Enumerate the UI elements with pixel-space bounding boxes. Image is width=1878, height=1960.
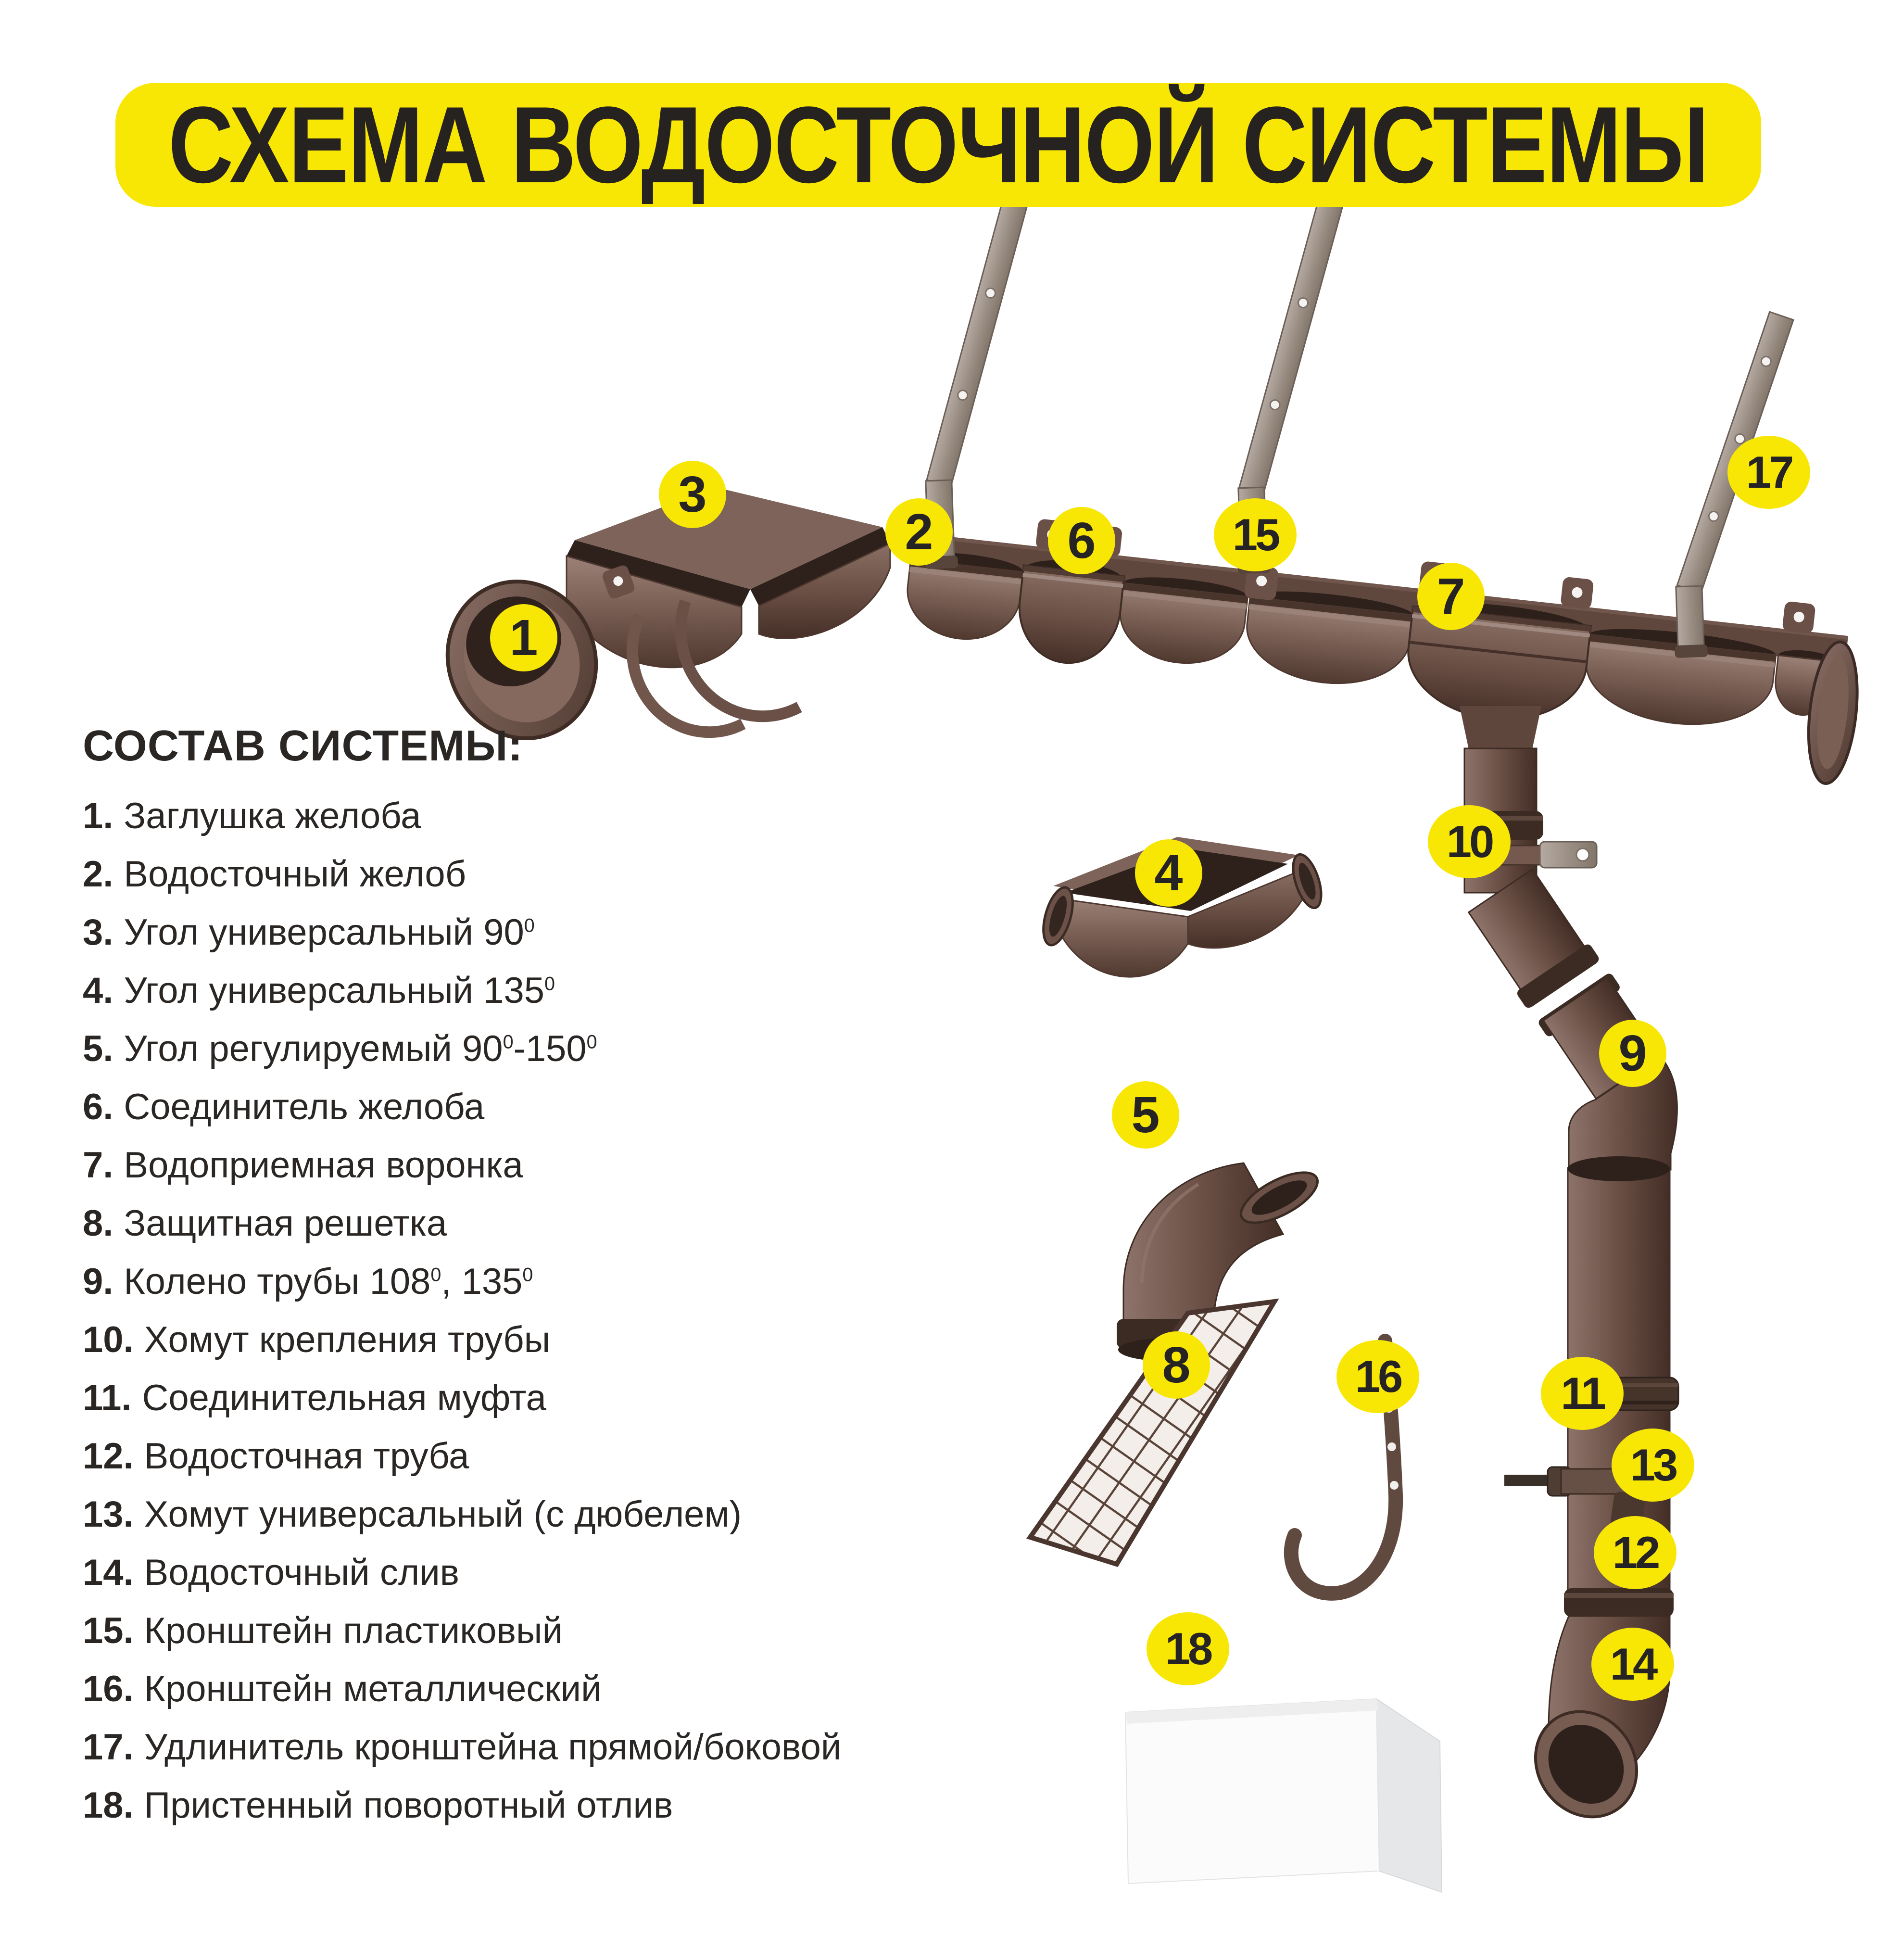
legend-item: 7. Водоприемная воронка [83, 1136, 841, 1194]
legend-item-number: 7. [83, 1145, 113, 1186]
title-banner: СХЕМА ВОДОСТОЧНОЙ СИСТЕМЫ [115, 83, 1761, 207]
part-badge-9: 9 [1599, 1020, 1666, 1087]
legend-item-label: Водосточный желоб [124, 854, 466, 895]
legend-item-number: 3. [83, 912, 113, 953]
legend-list: 1. Заглушка желоба 2. Водосточный желоб 3. Уг… [83, 787, 841, 1834]
legend-item: 1. Заглушка желоба [83, 787, 841, 845]
protective-mesh-part [1026, 1298, 1279, 1567]
gutter-end-cap-right [1807, 640, 1859, 785]
legend-item-number: 4. [83, 970, 113, 1011]
legend-item: 18.Пристенный поворотный отлив [83, 1776, 841, 1834]
legend-item-label: Хомут крепления трубы [144, 1319, 551, 1360]
legend-item: 11.Соединительная муфта [83, 1369, 841, 1427]
legend-item-label: Кронштейн пластиковый [144, 1610, 563, 1651]
plastic-bracket [1244, 565, 1278, 600]
part-badge-4: 4 [1135, 839, 1202, 907]
legend-item: 16.Кронштейн металлический [83, 1660, 841, 1718]
legend-item-label: Кронштейн металлический [144, 1669, 602, 1709]
legend-item: 8. Защитная решетка [83, 1194, 841, 1252]
legend-item-label: Колено трубы 1080, 1350 [124, 1261, 533, 1302]
legend-item-label: Заглушка желоба [124, 796, 421, 836]
legend-item-label: Угол регулируемый 900-1500 [124, 1028, 597, 1069]
part-badge-10: 10 [1428, 805, 1511, 878]
legend-item-number: 13. [83, 1494, 134, 1535]
legend-item-label: Удлинитель кронштейна прямой/боковой [144, 1727, 842, 1768]
part-badge-2: 2 [885, 498, 953, 566]
legend-item-number: 16. [83, 1669, 134, 1709]
legend-item-number: 12. [83, 1436, 134, 1477]
legend-item-number: 10. [83, 1319, 134, 1360]
legend-item-label: Пристенный поворотный отлив [144, 1785, 673, 1826]
system-components-legend: СОСТАВ СИСТЕМЫ: 1. Заглушка желоба 2. Водос… [83, 721, 1117, 1826]
legend-item-number: 1. [83, 796, 113, 836]
legend-item-label: Водосточная труба [144, 1436, 469, 1477]
legend-heading: СОСТАВ СИСТЕМЫ: [83, 722, 523, 770]
part-badge-16: 16 [1336, 1340, 1419, 1413]
legend-item: 5. Угол регулируемый 900-1500 [83, 1020, 841, 1078]
part-badge-14: 14 [1591, 1628, 1674, 1701]
part-badge-12: 12 [1594, 1516, 1676, 1589]
legend-item-label: Хомут универсальный (с дюбелем) [144, 1494, 742, 1535]
part-badge-5: 5 [1112, 1081, 1179, 1149]
legend-item-number: 8. [83, 1203, 113, 1244]
legend-item-number: 18. [83, 1785, 134, 1826]
legend-item-number: 6. [83, 1087, 113, 1127]
part-badge-7: 7 [1417, 563, 1485, 630]
part-badge-13: 13 [1612, 1429, 1694, 1502]
legend-item-number: 15. [83, 1610, 134, 1651]
legend-item: 14.Водосточный слив [83, 1543, 841, 1602]
legend-item-label: Водоприемная воронка [124, 1145, 523, 1186]
angle-135-part [1042, 837, 1323, 978]
part-badge-3: 3 [659, 461, 726, 528]
legend-item-label: Угол универсальный 1350 [124, 970, 555, 1011]
legend-item-label: Защитная решетка [124, 1203, 447, 1244]
gutter-connector [1018, 560, 1125, 664]
legend-item-number: 14. [83, 1552, 134, 1593]
legend-item: 6. Соединитель желоба [83, 1078, 841, 1136]
legend-item: 13.Хомут универсальный (с дюбелем) [83, 1485, 841, 1543]
legend-item-number: 2. [83, 854, 113, 895]
part-badge-11: 11 [1541, 1357, 1624, 1430]
legend-item: 15.Кронштейн пластиковый [83, 1602, 841, 1660]
legend-item-label: Угол универсальный 900 [124, 912, 535, 953]
part-badge-6: 6 [1048, 507, 1115, 574]
legend-item-number: 5. [83, 1028, 113, 1069]
legend-item-label: Соединительная муфта [142, 1378, 546, 1418]
part-badge-15: 15 [1214, 498, 1297, 571]
legend-item-number: 17. [83, 1727, 134, 1768]
legend-item: 17.Удлинитель кронштейна прямой/боковой [83, 1718, 841, 1776]
legend-item: 2. Водосточный желоб [83, 845, 841, 903]
legend-item: 12.Водосточная труба [83, 1427, 841, 1485]
part-badge-18: 18 [1147, 1612, 1229, 1685]
legend-item: 3. Угол универсальный 900 [83, 903, 841, 961]
legend-item-number: 11. [83, 1378, 132, 1418]
part-badge-8: 8 [1143, 1331, 1210, 1399]
legend-item-label: Соединитель желоба [124, 1087, 485, 1127]
part-badge-17: 17 [1727, 436, 1810, 509]
wall-flashing-part [1124, 1698, 1443, 1893]
part-badge-1: 1 [490, 604, 557, 671]
page-title: СХЕМА ВОДОСТОЧНОЙ СИСТЕМЫ [168, 84, 1709, 205]
legend-item-number: 9. [83, 1261, 113, 1302]
legend-item: 10.Хомут крепления трубы [83, 1311, 841, 1369]
legend-item: 9. Колено трубы 1080, 1350 [83, 1252, 841, 1311]
legend-item-label: Водосточный слив [144, 1552, 460, 1593]
legend-item: 4. Угол универсальный 1350 [83, 961, 841, 1020]
